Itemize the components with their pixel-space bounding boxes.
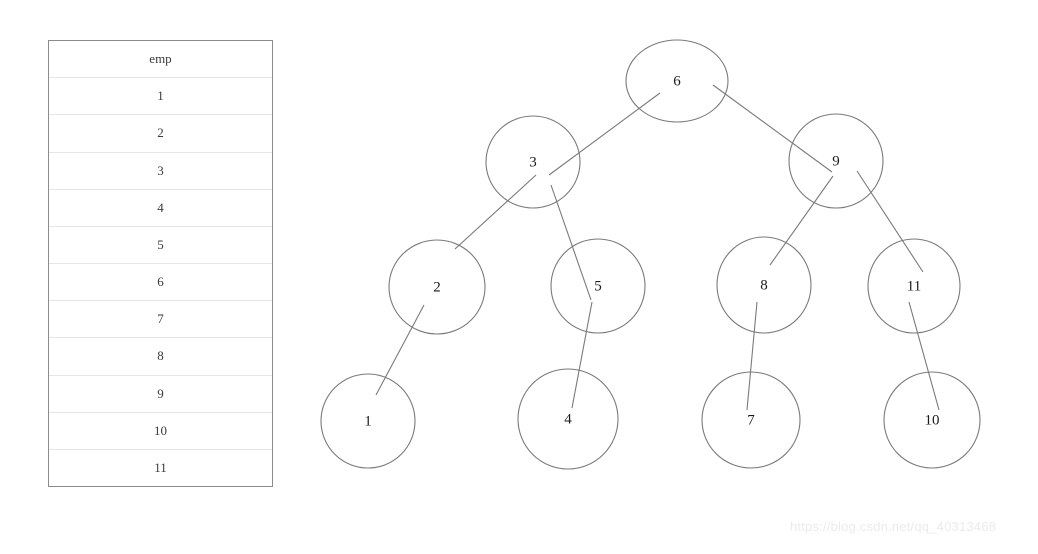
tree-node-label: 3 — [529, 154, 537, 170]
tree-node[interactable]: 9 — [788, 113, 884, 209]
tree-node-circle — [550, 238, 646, 334]
tree-node-circle — [320, 373, 416, 469]
tree-node-label: 6 — [673, 73, 681, 89]
tree-node-label: 1 — [364, 413, 372, 429]
tree-node[interactable]: 7 — [701, 371, 801, 469]
tree-node[interactable]: 10 — [883, 371, 981, 469]
tree-edges-group — [375, 84, 940, 411]
tree-edge — [375, 304, 425, 396]
tree-node-label: 2 — [433, 279, 441, 295]
tree-node[interactable]: 2 — [388, 239, 486, 335]
tree-node-label: 5 — [594, 278, 602, 294]
tree-node[interactable]: 6 — [625, 39, 729, 123]
emp-table-row: 3 — [49, 153, 272, 190]
tree-node[interactable]: 11 — [867, 238, 961, 334]
tree-node-circle — [867, 238, 961, 334]
emp-table-row: 8 — [49, 338, 272, 376]
tree-node-label: 10 — [925, 412, 940, 428]
tree-edge — [454, 174, 537, 250]
tree-node[interactable]: 1 — [320, 373, 416, 469]
tree-edge — [571, 301, 593, 409]
tree-node-label: 8 — [760, 277, 768, 293]
watermark-url: https://blog.csdn.net/qq_40313468 — [790, 519, 997, 534]
tree-node-circle — [485, 115, 581, 209]
tree-node-label: 9 — [832, 153, 840, 169]
tree-node-label: 11 — [907, 278, 921, 294]
tree-edge — [746, 301, 758, 411]
tree-node-circle — [788, 113, 884, 209]
tree-edge — [550, 184, 592, 301]
tree-node[interactable]: 8 — [716, 236, 812, 334]
tree-node-circle — [701, 371, 801, 469]
emp-table-row: 2 — [49, 115, 272, 153]
emp-table-row: 4 — [49, 190, 272, 227]
tree-node-circle — [517, 368, 619, 470]
tree-edge — [769, 175, 834, 266]
emp-table-row: 5 — [49, 227, 272, 265]
tree-edge — [712, 84, 833, 173]
emp-table-row: 6 — [49, 264, 272, 302]
tree-node-circle — [716, 236, 812, 334]
tree-node-circle — [388, 239, 486, 335]
tree-node[interactable]: 4 — [517, 368, 619, 470]
tree-node-label: 7 — [747, 412, 755, 428]
emp-table-row: 9 — [49, 376, 272, 413]
tree-edge — [856, 170, 924, 273]
tree-node-circle — [625, 39, 729, 123]
emp-table-row: 11 — [154, 459, 167, 475]
emp-table-row: 1 — [49, 78, 272, 116]
tree-edge — [908, 301, 940, 411]
emp-table-header: emp — [49, 41, 272, 79]
tree-node-label: 4 — [564, 411, 572, 427]
tree-edge — [548, 92, 661, 176]
emp-table-row: 7 — [49, 301, 272, 339]
tree-node[interactable]: 5 — [550, 238, 646, 334]
tree-node-circle — [883, 371, 981, 469]
emp-table-row: 10 — [49, 413, 272, 450]
tree-node[interactable]: 3 — [485, 115, 581, 209]
